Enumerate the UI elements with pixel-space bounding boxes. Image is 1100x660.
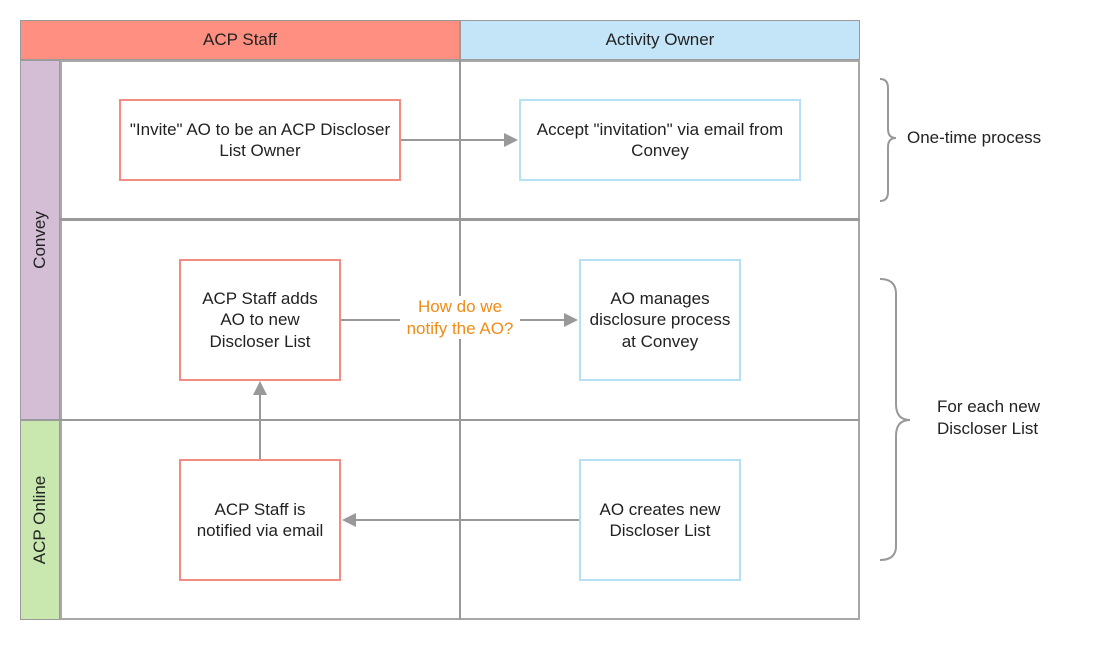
arrowhead-creates-to-notified <box>342 513 356 527</box>
lane-label-acp-online: ACP Online <box>20 420 60 620</box>
each-new-list-text: For each new Discloser List <box>937 397 1040 438</box>
column-header-activity-owner: Activity Owner <box>460 20 860 60</box>
lane-divider <box>60 419 860 421</box>
column-header-acp-staff: ACP Staff <box>20 20 460 60</box>
arrow-notified-to-adds <box>259 395 261 459</box>
accept-invitation-box: Accept "invitation" via email from Conve… <box>519 99 801 181</box>
brace-one-time <box>879 78 897 202</box>
one-time-process-text: One-time process <box>907 128 1042 147</box>
staff-adds-ao-text: ACP Staff adds AO to new Discloser List <box>202 288 318 351</box>
ao-manages-text: AO manages disclosure process at Convey <box>589 288 731 351</box>
column-header-activity-owner-label: Activity Owner <box>605 30 715 49</box>
staff-adds-ao-box: ACP Staff adds AO to new Discloser List <box>179 259 341 381</box>
lane-label-acp-online-text: ACP Online <box>30 475 49 565</box>
arrowhead-adds-to-manages <box>564 313 578 327</box>
invite-ao-box: "Invite" AO to be an ACP Discloser List … <box>119 99 401 181</box>
staff-notified-box: ACP Staff is notified via email <box>179 459 341 581</box>
column-header-acp-staff-label: ACP Staff <box>202 30 278 49</box>
arrowhead-notified-to-adds <box>253 381 267 395</box>
ao-creates-text: AO creates new Discloser List <box>599 499 721 541</box>
accept-invitation-text: Accept "invitation" via email from Conve… <box>536 119 784 161</box>
arrow-invite-to-accept <box>401 139 506 141</box>
brace-each-new <box>879 278 911 561</box>
each-new-list-label: For each new Discloser List <box>937 396 1062 439</box>
notify-question-text: How do we notify the AO? <box>406 297 514 338</box>
row-divider-one-time <box>60 218 860 221</box>
arrowhead-invite-to-accept <box>504 133 518 147</box>
arrow-creates-to-notified <box>355 519 579 521</box>
one-time-process-label: One-time process <box>907 127 1077 149</box>
notify-question-label: How do we notify the AO? <box>400 296 520 339</box>
lane-label-convey-text: Convey <box>30 211 49 269</box>
invite-ao-text: "Invite" AO to be an ACP Discloser List … <box>129 119 391 161</box>
lane-label-convey: Convey <box>20 60 60 420</box>
column-divider <box>459 60 461 620</box>
staff-notified-text: ACP Staff is notified via email <box>196 499 324 541</box>
ao-manages-box: AO manages disclosure process at Convey <box>579 259 741 381</box>
ao-creates-box: AO creates new Discloser List <box>579 459 741 581</box>
